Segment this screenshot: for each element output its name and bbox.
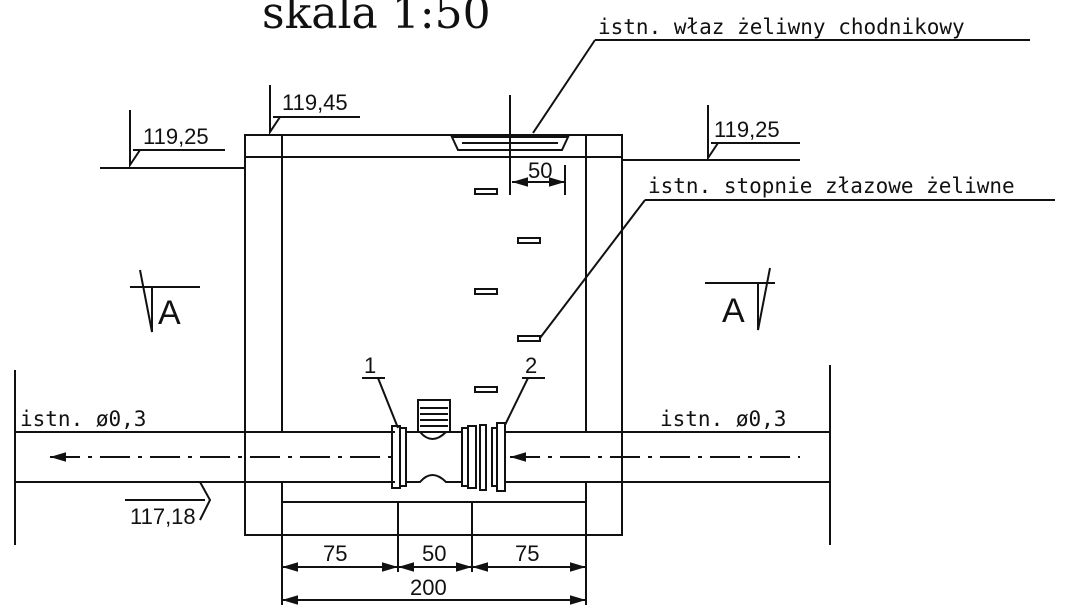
- elev-top-chamber-label: 119,45: [282, 90, 348, 115]
- dim-total-label: 200: [410, 575, 447, 600]
- pipe-left-label: istn. ø0,3: [20, 407, 146, 431]
- label-steps: istn. stopnie złazowe żeliwne: [648, 174, 1015, 198]
- pipe-fitting-assembly: [391, 399, 506, 492]
- dim-seg-left-label: 75: [323, 541, 347, 566]
- dim-step-offset: [512, 165, 566, 195]
- dim-step-offset-label: 50: [528, 158, 552, 183]
- pipe-left: [14, 370, 395, 545]
- manhole-chamber: [244, 134, 623, 536]
- elev-left-ground: [129, 110, 225, 169]
- label-hatch: istn. właz żeliwny chodnikowy: [598, 15, 965, 39]
- elev-pipe-invert: [125, 481, 212, 521]
- manhole-cover: [450, 95, 570, 195]
- dim-seg-mid-label: 50: [422, 541, 446, 566]
- section-marker-left-label: A: [158, 294, 181, 332]
- item-1-label: 1: [364, 353, 376, 378]
- elev-right-ground-label: 119,25: [714, 117, 780, 142]
- elev-pipe-invert-label: 117,18: [130, 504, 196, 529]
- leader-hatch: [532, 39, 1030, 134]
- section-marker-right-label: A: [722, 292, 745, 330]
- item-2-leader: [504, 377, 545, 426]
- dim-seg-right-label: 75: [515, 541, 539, 566]
- section-marker-right: [705, 267, 775, 331]
- section-marker-left: [130, 269, 200, 333]
- leader-steps: [539, 199, 1055, 339]
- pipe-right: [505, 365, 831, 545]
- drawing-title: skala 1:50: [262, 0, 491, 39]
- elev-top-chamber: [269, 85, 360, 136]
- elev-right-ground: [707, 105, 800, 162]
- pipe-right-label: istn. ø0,3: [660, 407, 786, 431]
- elev-left-ground-label: 119,25: [143, 124, 209, 149]
- item-2-label: 2: [525, 353, 537, 378]
- item-1-leader: [362, 377, 399, 429]
- step-irons: [474, 188, 541, 393]
- dim-chain-bottom: [281, 535, 587, 605]
